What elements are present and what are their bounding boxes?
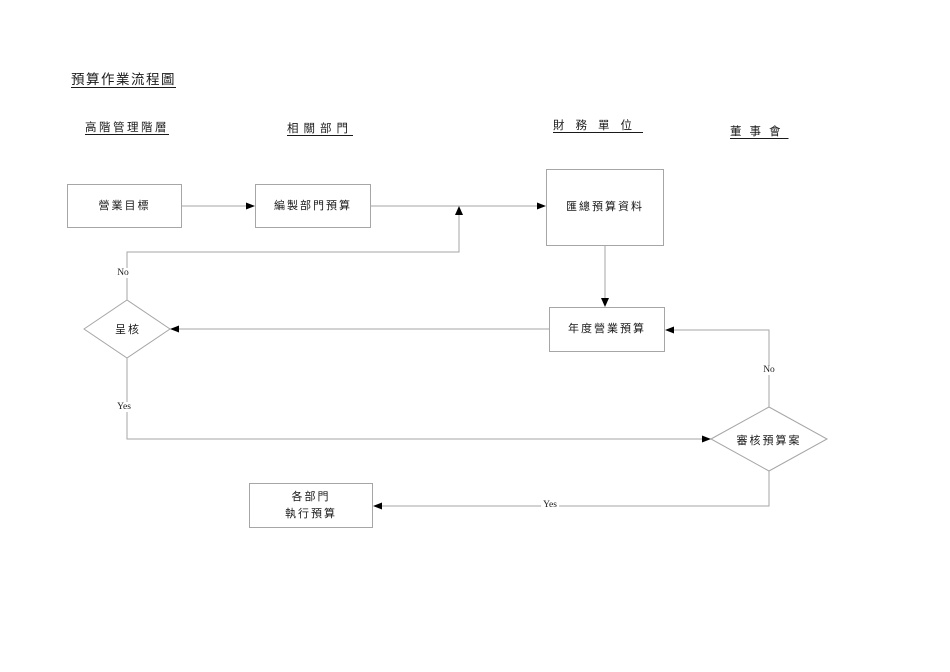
- node-prepare-dept-budget-label: 編製部門預算: [274, 199, 352, 212]
- node-execute-budget-label-line2: 執行預算: [285, 507, 337, 520]
- connector-lines: [126, 205, 770, 507]
- node-business-goal-label: 營業目標: [98, 199, 151, 212]
- arrowhead-left-icon: [170, 325, 179, 333]
- node-annual-operating-budget: 年度營業預算: [549, 307, 665, 352]
- arrowhead-right-icon: [537, 202, 546, 210]
- arrowhead-right-icon: [702, 435, 711, 443]
- lane-header-board: 董事會: [730, 126, 789, 138]
- node-annual-operating-budget-label: 年度營業預算: [568, 323, 646, 335]
- lane-header-related-departments: 相關部門: [287, 123, 353, 135]
- arrowhead-down-icon: [601, 298, 609, 307]
- decision-diamonds: [83, 299, 829, 472]
- node-business-goal: 營業目標: [67, 184, 182, 228]
- branch-label-no-resubmit: No: [115, 268, 131, 278]
- branch-label-yes-to-board: Yes: [115, 402, 133, 412]
- branch-label-yes-execute: Yes: [541, 500, 559, 510]
- node-execute-budget: 各部門 執行預算: [249, 483, 373, 528]
- node-aggregate-budget-data-label: 匯總預算資料: [566, 201, 644, 213]
- decision-diamond-review-shape: [709, 406, 829, 472]
- page-title: 預算作業流程圖: [71, 72, 176, 87]
- node-aggregate-budget-data: 匯總預算資料: [546, 169, 664, 246]
- lane-header-finance-unit: 財務單位: [553, 120, 643, 132]
- decision-submit-approval-label: 呈核: [115, 324, 141, 336]
- arrowhead-left-icon: [665, 326, 674, 334]
- decision-review-budget-label: 審核預算案: [736, 435, 802, 447]
- connector-yes-to-execute: [381, 471, 770, 507]
- arrowheads: [170, 202, 711, 510]
- node-execute-budget-label-line1: 各部門: [291, 490, 331, 503]
- connector-no-loop-to-annual: [673, 329, 770, 407]
- connector-yes-to-review: [126, 357, 703, 440]
- arrowhead-left-icon: [373, 502, 382, 510]
- node-prepare-dept-budget: 編製部門預算: [255, 184, 371, 228]
- arrowhead-up-icon: [455, 206, 463, 215]
- arrowhead-right-icon: [246, 202, 255, 210]
- branch-label-no-back-to-annual: No: [761, 365, 777, 375]
- lane-header-management: 高階管理階層: [85, 122, 169, 134]
